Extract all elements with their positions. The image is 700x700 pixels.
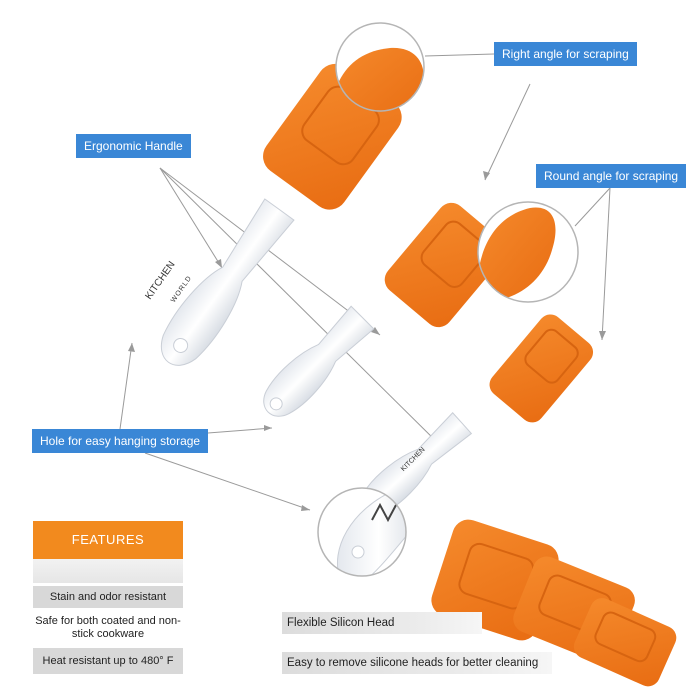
callout-round-angle: Round angle for scraping [536,164,687,188]
small-spatula [360,314,594,516]
feature-item: Heat resistant up to 480° F [33,648,183,674]
callout-right-angle: Right angle for scraping [494,42,637,66]
medium-spatula [263,202,506,417]
callout-arrowheads [128,171,606,511]
features-panel: FEATURES Stain and odor resistant Safe f… [33,521,183,676]
feature-item: Safe for both coated and non-stick cookw… [33,611,183,645]
features-title: FEATURES [33,521,183,559]
features-divider [33,559,183,583]
callout-lines [119,53,611,511]
silicone-heads-stack [431,519,677,687]
zoom-round-angle [477,201,579,303]
feature-item: Stain and odor resistant [33,586,183,608]
caption-easy-remove: Easy to remove silicone heads for better… [282,652,552,674]
callout-ergonomic-handle: Ergonomic Handle [76,134,191,158]
zoom-hanging-hole [317,487,407,577]
callout-hanging-hole: Hole for easy hanging storage [32,429,209,453]
caption-flexible-head: Flexible Silicon Head [282,612,482,634]
